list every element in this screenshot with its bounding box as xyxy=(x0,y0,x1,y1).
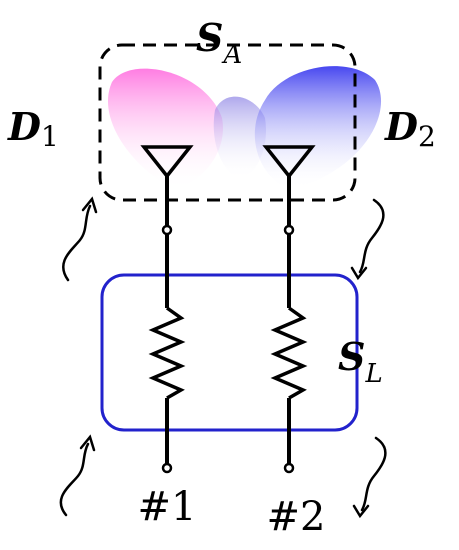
port-1-label: #1 xyxy=(138,484,197,530)
node-1-top xyxy=(161,224,173,236)
radiation-lobe-middle xyxy=(213,96,266,180)
port-2-label: #2 xyxy=(267,494,326,540)
resistor-1-icon xyxy=(148,306,186,400)
d1-label: D1 xyxy=(7,104,59,153)
d1-label-sub: 1 xyxy=(41,120,59,153)
arrowhead-upper-left xyxy=(81,196,98,214)
wave-arrow-lower-right xyxy=(360,436,387,512)
wave-arrow-upper-right xyxy=(358,198,385,274)
arrowhead-upper-right xyxy=(350,266,368,281)
load-subsystem-box xyxy=(100,273,359,432)
arrowhead-lower-left xyxy=(79,434,96,452)
branch-2 xyxy=(262,145,316,474)
resistor-2-icon xyxy=(270,306,308,400)
port-1-terminal xyxy=(161,462,173,474)
antenna-1-icon xyxy=(140,145,194,179)
radiation-lobe-left xyxy=(107,68,223,190)
sl-label-main: S xyxy=(338,334,365,379)
antenna-subsystem-box xyxy=(98,43,357,202)
sa-label-sub: A xyxy=(221,40,242,70)
wave-arrow-upper-left xyxy=(62,204,92,282)
d2-label-sub: 2 xyxy=(418,120,436,153)
arrowhead-lower-right xyxy=(352,504,370,519)
radiation-pattern xyxy=(107,66,382,190)
node-2-top xyxy=(283,224,295,236)
antenna-2-icon xyxy=(262,145,316,179)
sa-label: SA xyxy=(196,15,242,70)
radiation-lobe-right xyxy=(254,66,382,190)
d2-label: D2 xyxy=(384,104,436,153)
sl-label: SL xyxy=(338,334,383,389)
wave-arrow-lower-left xyxy=(59,442,90,517)
wave-arrows xyxy=(59,196,387,519)
sl-label-sub: L xyxy=(364,359,382,389)
branch-1 xyxy=(140,145,194,474)
sa-label-main: S xyxy=(196,15,223,60)
port-2-terminal xyxy=(283,462,295,474)
d2-label-main: D xyxy=(384,104,418,149)
d1-label-main: D xyxy=(7,104,41,149)
labels: SA D1 D2 SL #1 #2 xyxy=(7,15,436,540)
